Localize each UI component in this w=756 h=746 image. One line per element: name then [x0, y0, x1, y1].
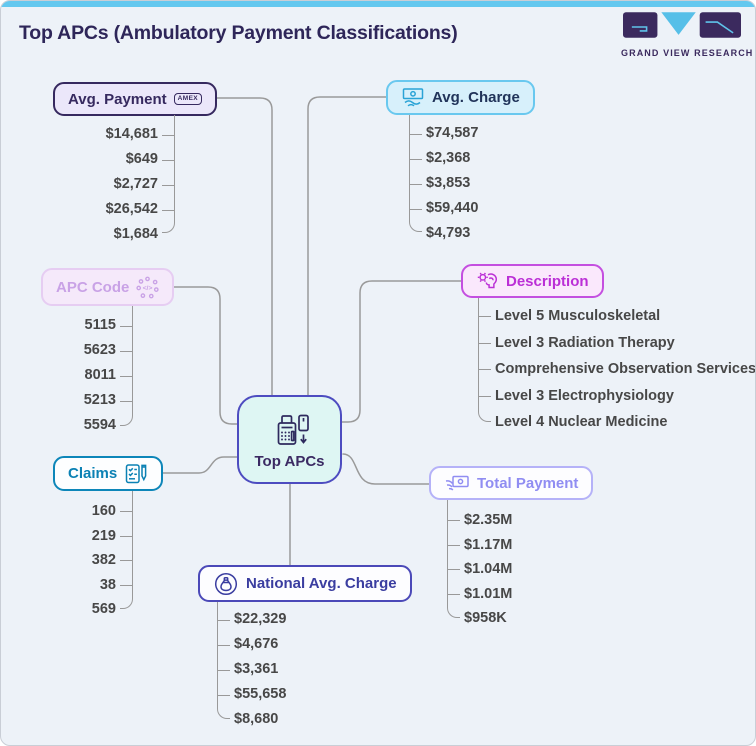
apc-code-value: 5213 — [43, 388, 133, 413]
avg-payment-values: $14,681$649$2,727$26,542 $1,684 — [65, 115, 175, 247]
center-node-top-apcs[interactable]: Top APCs — [237, 395, 342, 484]
total-payment-value: $2.35M — [447, 508, 567, 533]
node-avg-charge[interactable]: Avg. Charge — [386, 80, 535, 115]
branch-spine — [217, 602, 230, 719]
claims-value: 382 — [43, 548, 133, 573]
link-claims — [148, 456, 238, 474]
checklist-pen-icon — [124, 463, 148, 485]
svg-text:</>: </> — [143, 285, 153, 292]
total-payment-value: $1.04M — [447, 557, 567, 582]
node-avg-payment[interactable]: Avg. Payment AMEX — [53, 82, 218, 116]
node-avg-charge-label: Avg. Charge — [432, 89, 520, 106]
national-avg-charge-value: $22,329 — [217, 607, 357, 632]
node-description[interactable]: Description — [461, 264, 604, 298]
avg-charge-value: $4,793 — [426, 225, 471, 241]
claims-value: 219 — [43, 524, 133, 549]
total-payment-value: $958K — [464, 610, 507, 626]
total-payment-value: $1.01M — [447, 582, 567, 607]
avg-charge-value: $3,853 — [409, 171, 529, 196]
branch-spine — [447, 500, 460, 618]
link-avg-payment — [193, 97, 273, 396]
description-value: Comprehensive Observation Services — [478, 356, 755, 383]
branch-spine — [478, 298, 491, 422]
description-value: Level 5 Musculoskeletal — [478, 303, 755, 330]
description-value: Level 3 Electrophysiology — [478, 383, 755, 410]
center-node-label: Top APCs — [254, 452, 325, 470]
cash-in-hand-icon — [401, 87, 425, 108]
national-avg-charge-value: $4,676 — [217, 632, 357, 657]
code-network-icon: </> — [136, 276, 159, 299]
avg-charge-value: $59,440 — [409, 196, 529, 221]
avg-payment-value: $26,542 — [65, 197, 175, 222]
claims-value: 569 — [91, 601, 116, 617]
node-description-label: Description — [506, 272, 589, 290]
node-total-payment-label: Total Payment — [477, 474, 579, 492]
claims-value: 160 — [43, 499, 133, 524]
link-apc-code — [150, 286, 238, 425]
national-avg-charge-value: $55,658 — [217, 682, 357, 707]
total-payment-value: $1.17M — [447, 533, 567, 558]
avg-payment-value: $1,684 — [113, 226, 158, 242]
claims-value: 38 — [43, 573, 133, 598]
national-avg-charge-value: $3,361 — [217, 657, 357, 682]
branch-spine — [409, 115, 422, 232]
avg-charge-value: $74,587 — [409, 121, 529, 146]
brand-logo: GRAND VIEW RESEARCH — [621, 12, 754, 58]
node-apc-code[interactable]: APC Code </> — [41, 268, 175, 306]
total-payment-values: $2.35M$1.17M$1.04M$1.01M $958K — [447, 500, 567, 631]
node-avg-payment-label: Avg. Payment — [68, 90, 167, 108]
description-value: Level 4 Nuclear Medicine — [495, 414, 668, 430]
amex-card-badge-icon: AMEX — [173, 92, 203, 106]
apc-code-value: 8011 — [43, 363, 133, 388]
apc-code-value: 5623 — [43, 338, 133, 363]
national-avg-charge-value: $8,680 — [234, 711, 279, 727]
page-title: Top APCs (Ambulatory Payment Classificat… — [19, 22, 458, 44]
brand-name: GRAND VIEW RESEARCH — [621, 48, 754, 58]
apc-code-value: 5594 — [83, 417, 116, 433]
brain-gears-icon — [476, 270, 499, 293]
link-avg-charge — [307, 96, 387, 396]
avg-payment-value: $14,681 — [65, 122, 175, 147]
node-national-avg-charge-label: National Avg. Charge — [246, 575, 397, 592]
avg-payment-value: $2,727 — [65, 172, 175, 197]
gvr-logo-icon — [623, 12, 741, 38]
description-value: Level 3 Radiation Therapy — [478, 330, 755, 357]
avg-charge-value: $2,368 — [409, 146, 529, 171]
winged-money-icon — [444, 473, 470, 493]
national-avg-charge-values: $22,329$4,676$3,361$55,658 $8,680 — [217, 602, 357, 732]
apc-code-value: 5115 — [43, 313, 133, 338]
avg-payment-value: $649 — [65, 147, 175, 172]
top-accent-strip — [1, 1, 755, 7]
avg-charge-values: $74,587$2,368$3,853$59,440 $4,793 — [409, 115, 529, 246]
money-bag-circle-icon — [213, 571, 239, 597]
payment-terminal-card-icon — [268, 410, 312, 450]
node-claims-label: Claims — [68, 465, 118, 482]
link-description — [341, 280, 462, 423]
link-total-payment — [342, 453, 430, 485]
node-claims[interactable]: Claims — [53, 456, 164, 491]
node-total-payment[interactable]: Total Payment — [429, 466, 594, 500]
node-national-avg-charge[interactable]: National Avg. Charge — [198, 565, 412, 602]
node-apc-code-label: APC Code — [56, 278, 130, 296]
